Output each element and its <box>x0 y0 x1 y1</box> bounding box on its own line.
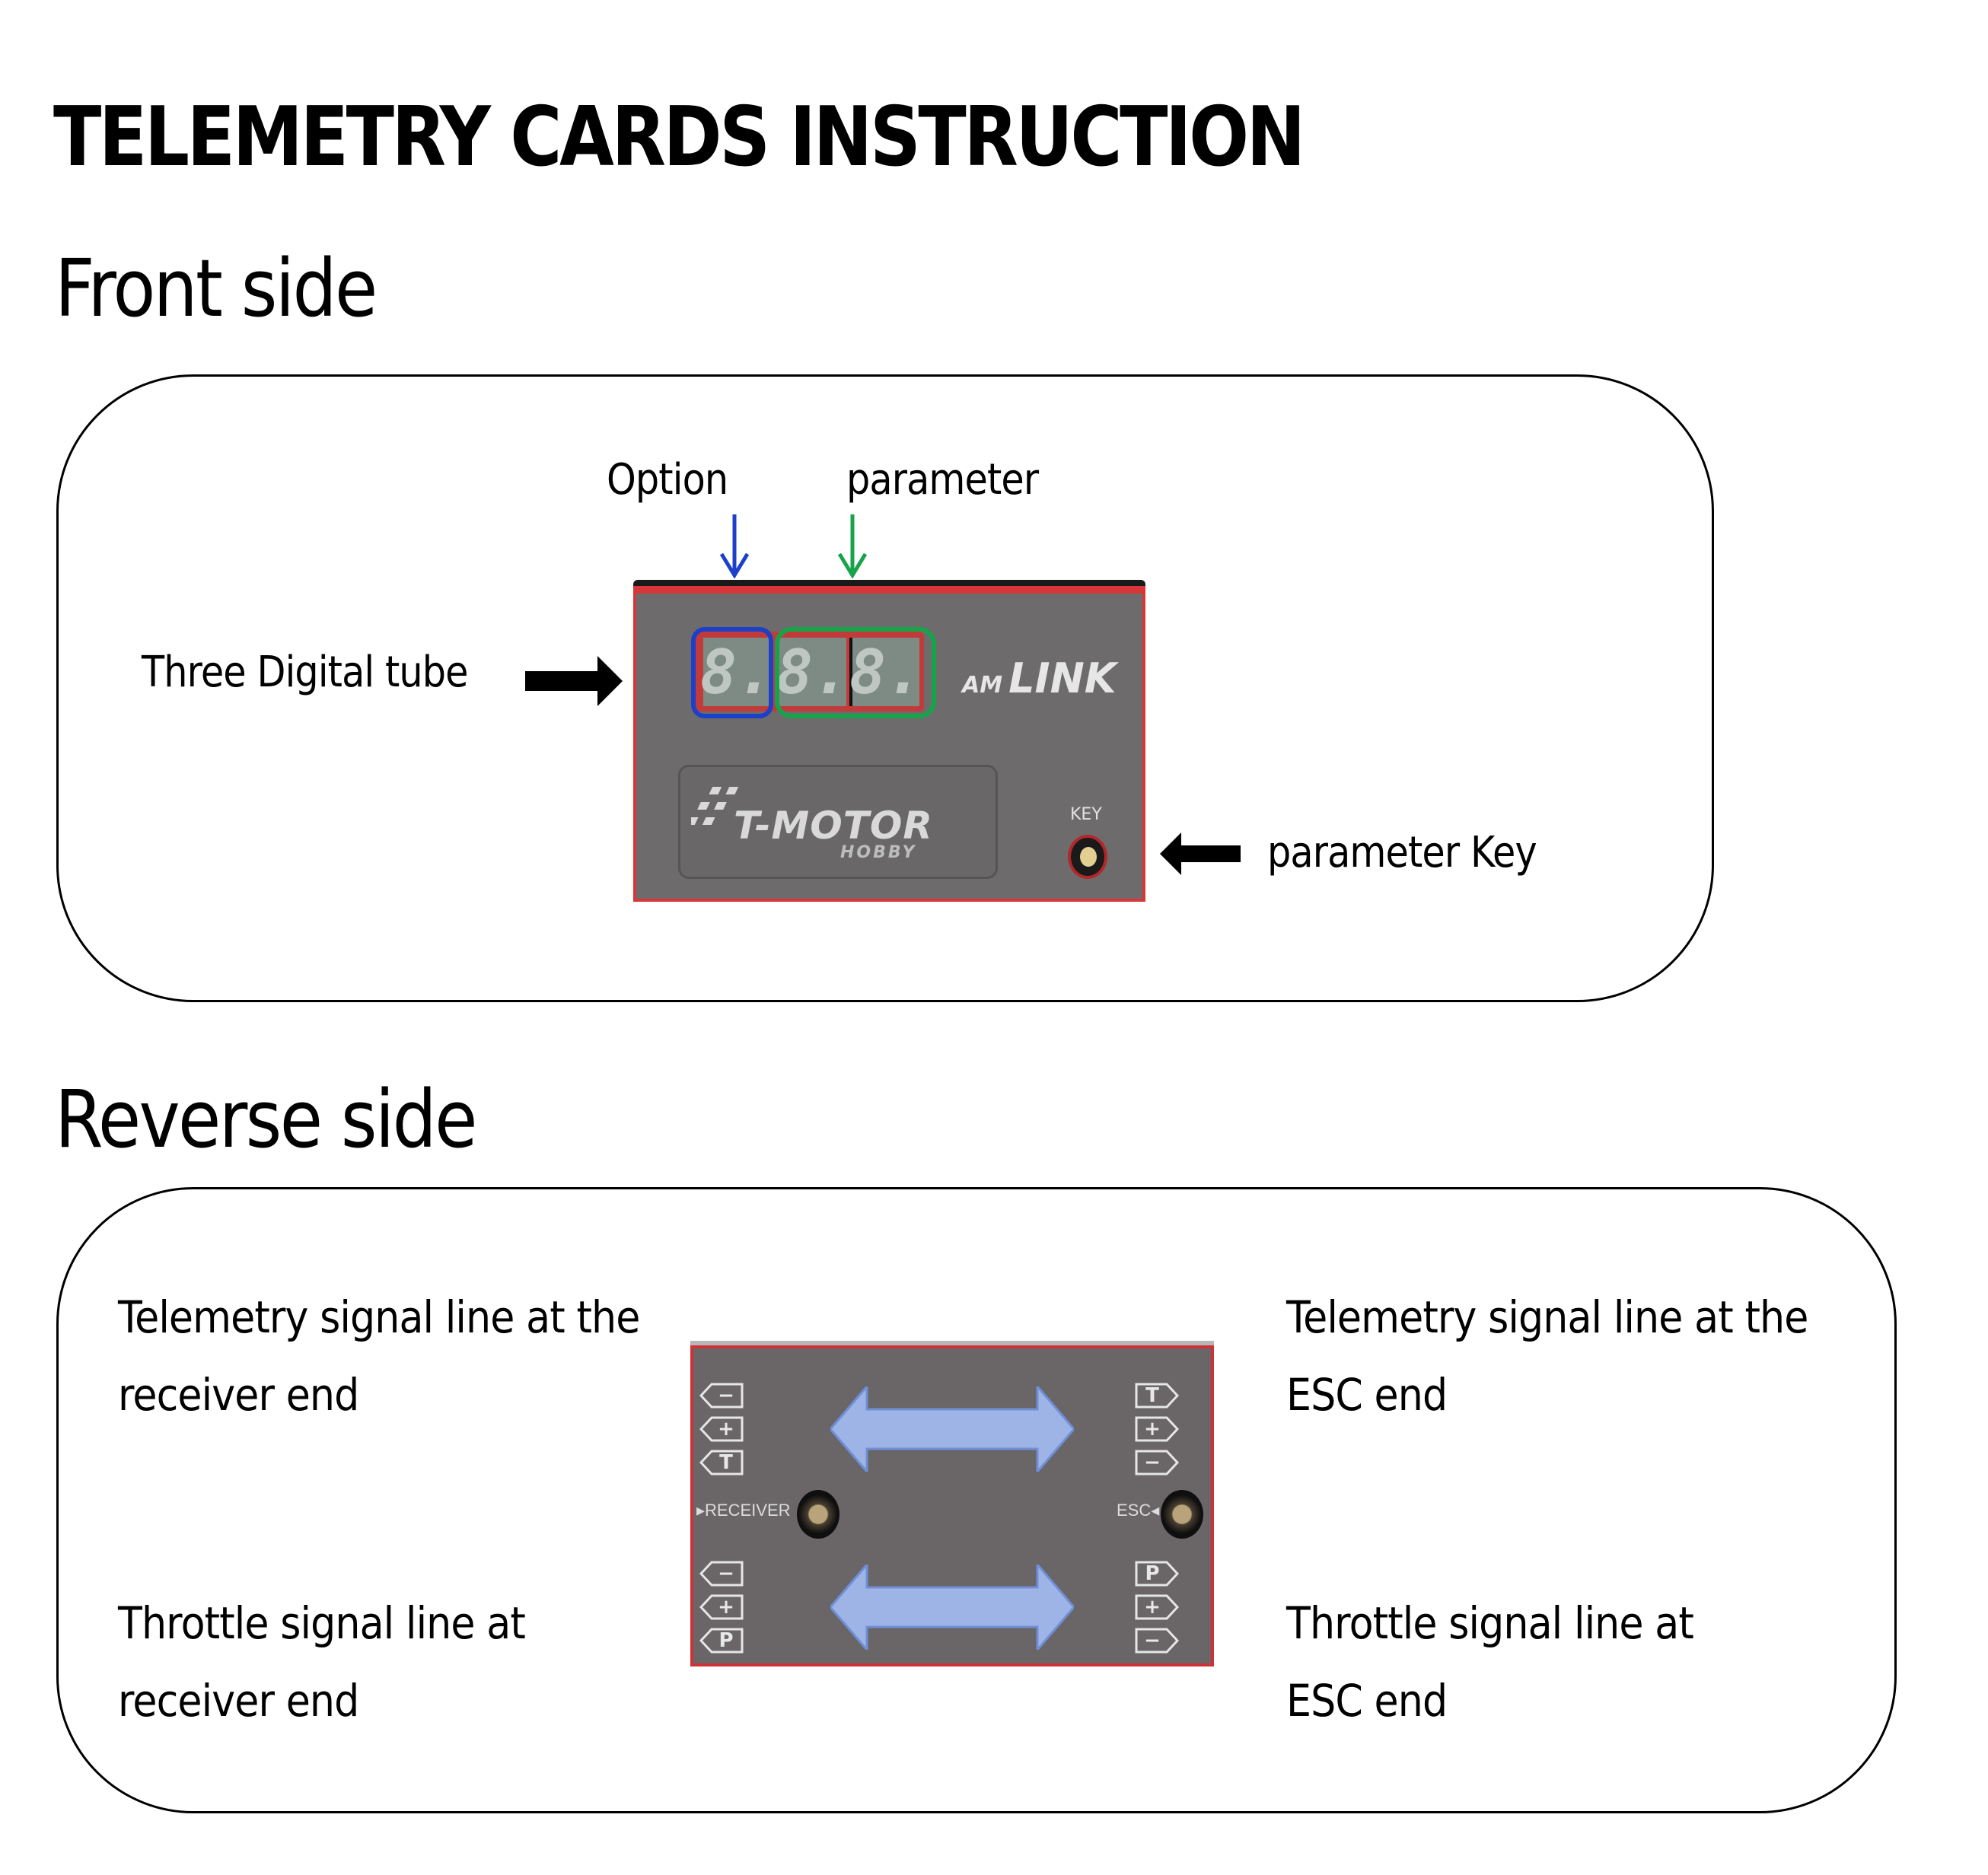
telemetry-esc-label: Telemetry signal line at the ESC end <box>1286 1291 1808 1421</box>
pin-label: + <box>1135 1415 1179 1443</box>
option-label: Option <box>607 455 728 505</box>
parameter-key-label: parameter Key <box>1267 828 1537 877</box>
option-highlight <box>691 627 773 718</box>
pin-label: + <box>699 1593 744 1621</box>
pin-outline-icon <box>1135 1628 1179 1654</box>
pin-label: − <box>1135 1449 1179 1476</box>
esc-port-label: ESC◂ <box>1117 1501 1160 1520</box>
receiver-port[interactable] <box>797 1490 839 1539</box>
pin-label: P <box>1135 1560 1179 1587</box>
telemetry-receiver-label: Telemetry signal line at the receiver en… <box>118 1291 640 1421</box>
pin-label: − <box>1135 1627 1179 1654</box>
front-side-panel <box>56 374 1714 1002</box>
option-down-arrow-icon <box>719 514 750 578</box>
left-arrow-icon <box>1160 832 1241 875</box>
parameter-key-button[interactable] <box>1068 835 1107 879</box>
parameter-digit-1: 8. <box>776 636 850 708</box>
parameter-digit-2: 8. <box>849 636 923 708</box>
pin-outline-icon <box>699 1628 744 1654</box>
pin-label: T <box>699 1449 744 1476</box>
pin-outline-icon <box>699 1383 744 1409</box>
esc-port[interactable] <box>1161 1490 1203 1539</box>
checkered-flag-icon <box>691 787 739 825</box>
pin-outline-icon <box>1135 1416 1179 1442</box>
parameter-label: parameter <box>846 455 1039 505</box>
pin-outline-icon <box>699 1450 744 1475</box>
throttle-link-arrow-icon <box>830 1565 1074 1650</box>
parameter-down-arrow-icon <box>837 514 868 578</box>
receiver-port-label: ▸RECEIVER <box>696 1501 791 1520</box>
pin-label: + <box>699 1415 744 1443</box>
key-label: KEY <box>1070 805 1102 824</box>
pin-label: P <box>699 1627 744 1654</box>
telemetry-link-arrow-icon <box>830 1386 1074 1472</box>
telemetry-card-back: − + T − + P T + − P + − ▸RECEIVER ESC◂ <box>690 1345 1214 1666</box>
throttle-esc-label: Throttle signal line at ESC end <box>1286 1597 1694 1727</box>
pin-outline-icon <box>699 1594 744 1620</box>
digital-display: 8. 8. 8. <box>696 632 924 711</box>
front-side-heading: Front side <box>55 242 378 335</box>
pin-label: − <box>699 1382 744 1409</box>
pin-outline-icon <box>1135 1383 1179 1409</box>
tmotor-logo-plate: T-MOTOR HOBBY <box>678 765 998 879</box>
pin-outline-icon <box>1135 1450 1179 1475</box>
pin-label: T <box>1135 1382 1179 1409</box>
pin-outline-icon <box>699 1416 744 1442</box>
telemetry-card-front: 8. 8. 8. AM LINK T-MOTOR HOBBY KEY <box>633 586 1145 902</box>
option-digit: 8. <box>699 636 774 708</box>
pin-label: − <box>699 1560 744 1587</box>
pin-outline-icon <box>699 1561 744 1587</box>
pin-outline-icon <box>1135 1594 1179 1620</box>
digital-tube-label: Three Digital tube <box>142 648 469 697</box>
reverse-side-heading: Reverse side <box>55 1073 477 1166</box>
throttle-receiver-label: Throttle signal line at receiver end <box>118 1597 526 1727</box>
parameter-highlight <box>775 627 936 718</box>
pin-outline-icon <box>1135 1561 1179 1587</box>
reverse-side-panel <box>56 1187 1897 1813</box>
page-title: TELEMETRY CARDS INSTRUCTION <box>53 90 1305 185</box>
right-arrow-icon <box>525 656 623 706</box>
pin-label: + <box>1135 1593 1179 1621</box>
amlink-logo: AM LINK <box>962 654 1117 702</box>
